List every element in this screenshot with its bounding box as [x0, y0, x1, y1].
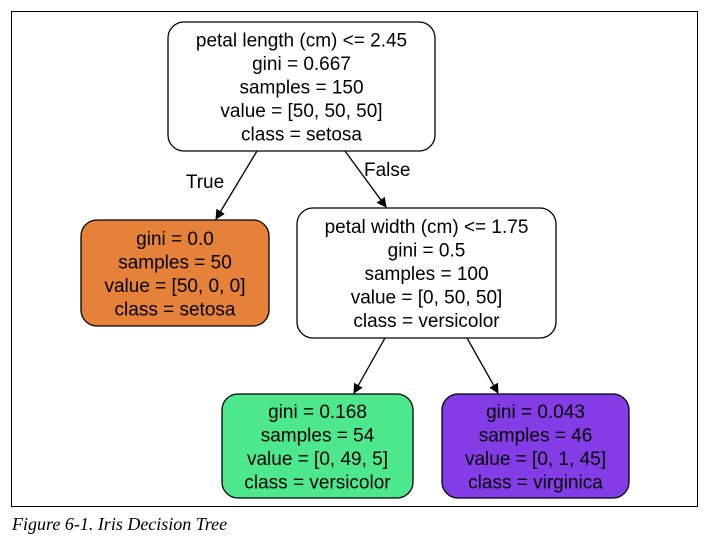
node-line: value = [0, 49, 5] — [247, 449, 388, 470]
node-line: samples = 50 — [118, 252, 232, 273]
node-line: value = [0, 1, 45] — [465, 449, 606, 470]
node-line: gini = 0.5 — [388, 241, 466, 262]
node-line: petal width (cm) <= 1.75 — [325, 217, 529, 238]
node-box — [441, 393, 630, 499]
node-box — [296, 207, 557, 339]
node-line: samples = 54 — [261, 425, 375, 446]
node-line: value = [50, 50, 50] — [220, 101, 382, 122]
node-line: class = virginica — [468, 472, 603, 493]
node-box — [80, 219, 270, 327]
node-line: gini = 0.043 — [486, 402, 585, 423]
node-line: samples = 46 — [479, 425, 593, 446]
edge-split-petal-width-to-virginica-leaf — [466, 337, 499, 394]
node-line: class = versicolor — [244, 472, 391, 493]
node-line: class = setosa — [115, 299, 236, 320]
node-line: class = versicolor — [353, 311, 500, 332]
edge-split-petal-width-to-versicolor-leaf — [353, 337, 386, 394]
node-line: samples = 100 — [364, 264, 488, 285]
figure-frame — [11, 11, 698, 507]
node-line: samples = 150 — [239, 78, 363, 99]
node-line: value = [50, 0, 0] — [104, 276, 245, 297]
edge-root-to-split-petal-width — [344, 150, 387, 208]
edge-label-true: True — [186, 172, 224, 193]
node-box — [167, 21, 436, 152]
edge-root-to-setosa-leaf — [215, 150, 258, 220]
node-line: petal length (cm) <= 2.45 — [196, 31, 407, 52]
node-line: gini = 0.168 — [268, 402, 367, 423]
tree-node-split-petal-width: petal width (cm) <= 1.75 gini = 0.5sample… — [296, 207, 557, 339]
node-line: value = [0, 50, 50] — [351, 288, 503, 309]
edge-label-false: False — [364, 160, 410, 181]
figure-caption: Figure 6-1. Iris Decision Tree — [12, 514, 228, 534]
node-box — [221, 393, 414, 499]
node-line: gini = 0.0 — [136, 229, 214, 250]
node-line: class = setosa — [241, 125, 362, 146]
node-line: gini = 0.667 — [252, 54, 351, 75]
